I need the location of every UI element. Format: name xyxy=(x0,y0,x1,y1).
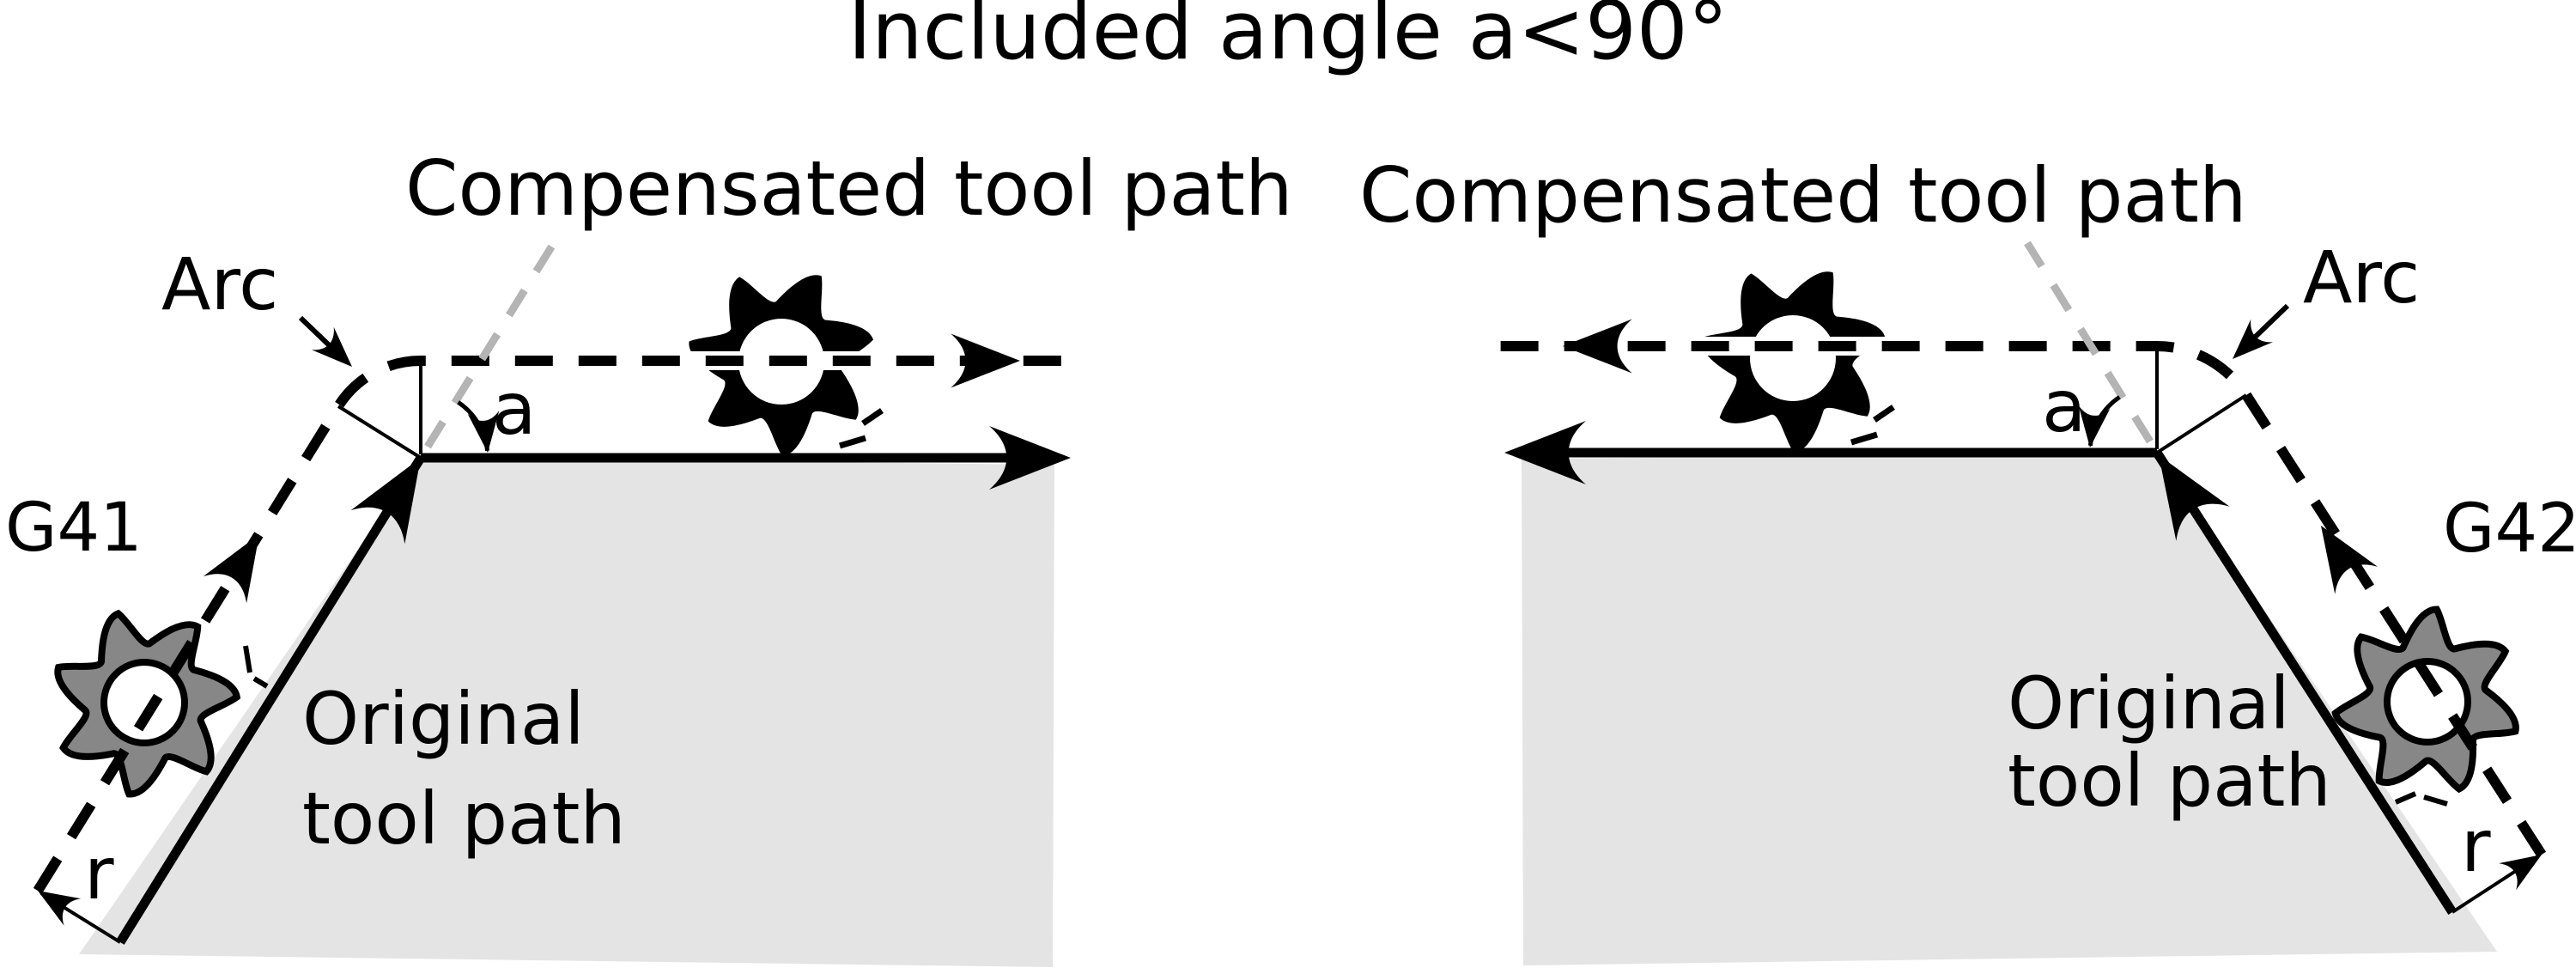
right-diagram: Compensated tool path Arc a G42 Original… xyxy=(1359,151,2576,965)
right-radius-label: r xyxy=(2461,804,2491,888)
right-workpiece xyxy=(1522,453,2497,965)
page-title: Included angle a<90° xyxy=(848,0,1728,78)
right-gcode-label: G42 xyxy=(2443,490,2576,568)
left-radius-label: r xyxy=(84,831,114,916)
right-black-chip-mark2-icon xyxy=(1850,431,1879,446)
right-angle-label: a xyxy=(2042,364,2086,448)
right-milling-cutter-black-icon xyxy=(1700,271,1885,453)
right-black-chip-mark-icon xyxy=(1873,405,1895,423)
right-original-path-label-line2: tool path xyxy=(2008,739,2331,823)
left-radius-tick xyxy=(337,405,422,460)
left-gcode-label: G41 xyxy=(5,490,143,567)
left-black-chip-mark-icon xyxy=(861,408,884,426)
left-milling-cutter-gray-icon xyxy=(54,609,241,798)
left-milling-cutter-black-icon xyxy=(689,275,873,456)
right-gray-chip-mark2-icon xyxy=(2423,794,2448,807)
left-gray-chip-mark2-icon xyxy=(252,676,269,689)
left-original-path-label-line1: Original xyxy=(302,677,585,761)
right-edge-extension-guide xyxy=(2024,240,2154,444)
left-comp-slant-arrowhead-icon xyxy=(203,520,282,604)
left-original-path-label-line2: tool path xyxy=(302,776,626,861)
left-gray-chip-mark-icon xyxy=(243,645,252,673)
right-arc-label: Arc xyxy=(2303,235,2420,320)
left-workpiece xyxy=(79,458,1054,967)
right-compensated-path-label: Compensated tool path xyxy=(1359,151,2247,240)
left-compensated-path xyxy=(33,355,1080,894)
right-radius-tick xyxy=(2155,393,2248,454)
right-original-path-label-line1: Original xyxy=(2008,661,2290,746)
left-diagram: Compensated tool path Arc a G41 Original… xyxy=(5,144,1293,967)
left-original-path-slant-edge xyxy=(116,455,425,945)
left-compensated-path-label: Compensated tool path xyxy=(405,144,1293,233)
right-comp-horiz-arrowhead-icon xyxy=(1563,319,1632,374)
right-compensated-path xyxy=(1491,341,2547,858)
left-black-chip-mark2-icon xyxy=(838,435,867,449)
right-original-path-slant-edge xyxy=(2153,450,2457,915)
right-gray-chip-mark-icon xyxy=(2394,791,2417,805)
left-angle-label: a xyxy=(492,367,536,451)
left-edge-extension-guide xyxy=(424,240,557,449)
left-arc-label: Arc xyxy=(161,242,278,326)
